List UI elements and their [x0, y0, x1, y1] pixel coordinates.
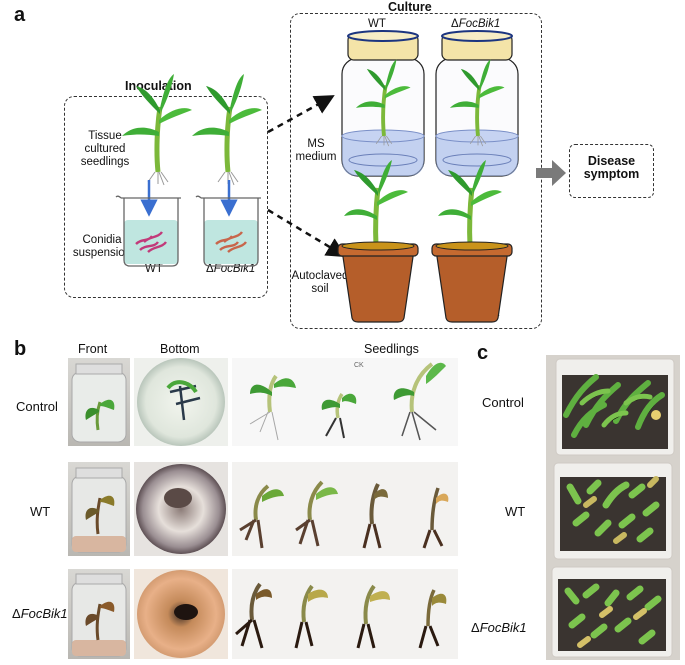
conidia-suspension-label: Conidia suspension	[72, 234, 132, 259]
row-control-c: Control	[482, 395, 524, 410]
gray-arrow	[536, 160, 566, 186]
delta-symbol: Δ	[206, 263, 214, 275]
photo-wt-bottom	[134, 462, 228, 556]
photo-mutant-bottom	[134, 569, 228, 659]
tissue-seedlings-label: Tissue cultured seedlings	[80, 130, 130, 168]
dashed-arrow-to-pot	[267, 208, 347, 258]
culture-title: Culture	[388, 0, 432, 14]
disease-symptom-box	[569, 144, 654, 198]
photo-wt-front	[68, 462, 130, 556]
wt-label-jar: WT	[368, 18, 386, 30]
photo-control-bottom	[134, 358, 228, 446]
panel-a-letter: a	[14, 4, 26, 26]
row-wt-b: WT	[30, 504, 51, 519]
col-bottom: Bottom	[160, 342, 200, 356]
panel-c-photo	[546, 355, 680, 660]
row-mutant-b: ΔFocBik1	[12, 606, 68, 621]
mutant-name: FocBik1	[479, 620, 527, 635]
autoclaved-soil-label: Autoclaved soil	[291, 270, 349, 295]
photo-control-front	[68, 358, 130, 446]
mutant-name: FocBik1	[458, 18, 501, 30]
photo-mutant-front	[68, 569, 130, 659]
photo-wt-seedlings	[232, 462, 458, 556]
mutant-label-jar: ΔFocBik1	[451, 18, 500, 31]
dashed-arrow-to-jar	[267, 95, 335, 134]
panel-b-letter: b	[14, 338, 27, 360]
row-wt-c: WT	[505, 504, 526, 519]
col-front: Front	[78, 342, 108, 356]
delta-symbol: Δ	[471, 620, 480, 635]
row-control-b: Control	[16, 399, 58, 414]
beaker-wt	[115, 195, 182, 267]
delta-symbol: Δ	[451, 18, 459, 30]
col-seedlings: Seedlings	[364, 342, 419, 356]
panel-a-illustration	[115, 30, 566, 323]
photo-control-seedlings	[232, 358, 458, 446]
tray-wt	[553, 462, 673, 560]
mutant-name: FocBik1	[20, 606, 68, 621]
photo-mutant-seedlings	[232, 569, 458, 659]
disease-symptom-label: Disease symptom	[583, 154, 640, 181]
tray-control	[555, 358, 675, 456]
beaker-mutant	[195, 195, 262, 267]
photo-annotation-ck: CK	[354, 362, 364, 369]
tray-mutant	[551, 566, 673, 658]
panel-c-letter: c	[477, 342, 489, 364]
ms-medium-label: MS medium	[295, 138, 337, 163]
delta-symbol: Δ	[12, 606, 21, 621]
row-mutant-c: ΔFocBik1	[471, 620, 527, 635]
